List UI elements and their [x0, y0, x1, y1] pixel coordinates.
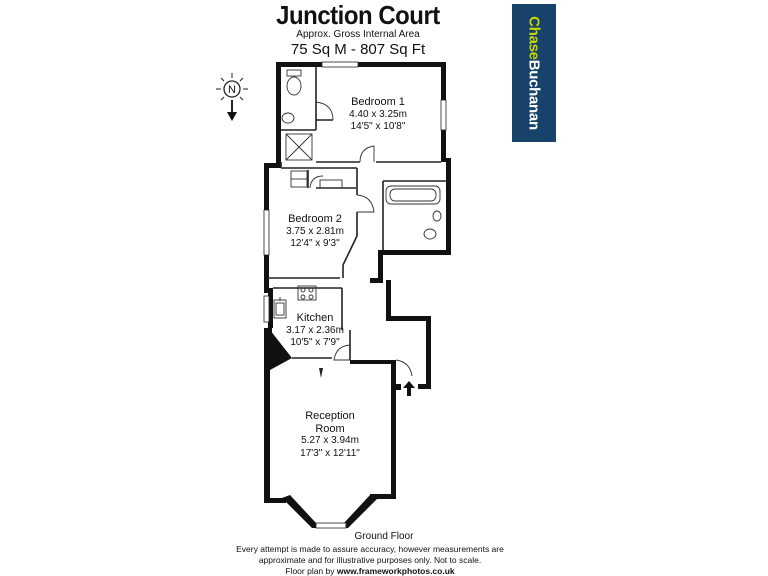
room-imperial: 17'3" x 12'11"	[300, 447, 360, 459]
windows	[263, 61, 447, 529]
gross-area: 75 Sq M - 807 Sq Ft	[290, 41, 426, 58]
floor-label: Ground Floor	[354, 531, 414, 542]
brand-logo: ChaseBuchanan	[512, 4, 556, 142]
room-name: Kitchen	[296, 312, 334, 324]
room-name-line1: Reception	[305, 410, 355, 422]
room-bedroom1: Bedroom 1 4.40 x 3.25m 14'5" x 10'8"	[330, 96, 426, 134]
room-metric: 3.17 x 2.36m	[286, 324, 344, 336]
area-subtitle: Approx. Gross Internal Area	[296, 29, 420, 40]
fixtures	[273, 69, 442, 319]
room-name-line2: Room	[315, 422, 345, 435]
room-metric: 4.40 x 3.25m	[349, 108, 407, 120]
compass-icon	[216, 73, 248, 121]
marker-icon	[319, 368, 323, 378]
credit-line: Floor plan by www.frameworkphotos.co.uk	[220, 566, 520, 576]
credit-link[interactable]: www.frameworkphotos.co.uk	[336, 566, 455, 576]
disclaimer-note: Every attempt is made to assure accuracy…	[236, 544, 504, 565]
property-title: Junction Court	[276, 0, 440, 30]
room-kitchen: Kitchen 3.17 x 2.36m 10'5" x 7'9"	[270, 312, 360, 350]
room-bedroom2: Bedroom 2 3.75 x 2.81m 12'4" x 9'3"	[272, 213, 358, 251]
room-name: Bedroom 1	[351, 96, 405, 108]
door-swings	[309, 101, 413, 377]
room-imperial: 14'5" x 10'8"	[350, 121, 406, 132]
room-metric: 3.75 x 2.81m	[286, 225, 344, 237]
room-metric: 5.27 x 3.94m	[301, 435, 359, 446]
room-reception: Reception Room 5.27 x 3.94m 17'3" x 12'1…	[280, 410, 380, 460]
room-imperial: 12'4" x 9'3"	[290, 238, 340, 249]
compass-letter: N	[228, 84, 236, 96]
credit-prefix: Floor plan by	[285, 566, 335, 576]
room-imperial: 10'5" x 7'9"	[290, 337, 340, 348]
room-name: Bedroom 2	[288, 213, 342, 225]
entrance-arrow-icon	[403, 381, 415, 396]
